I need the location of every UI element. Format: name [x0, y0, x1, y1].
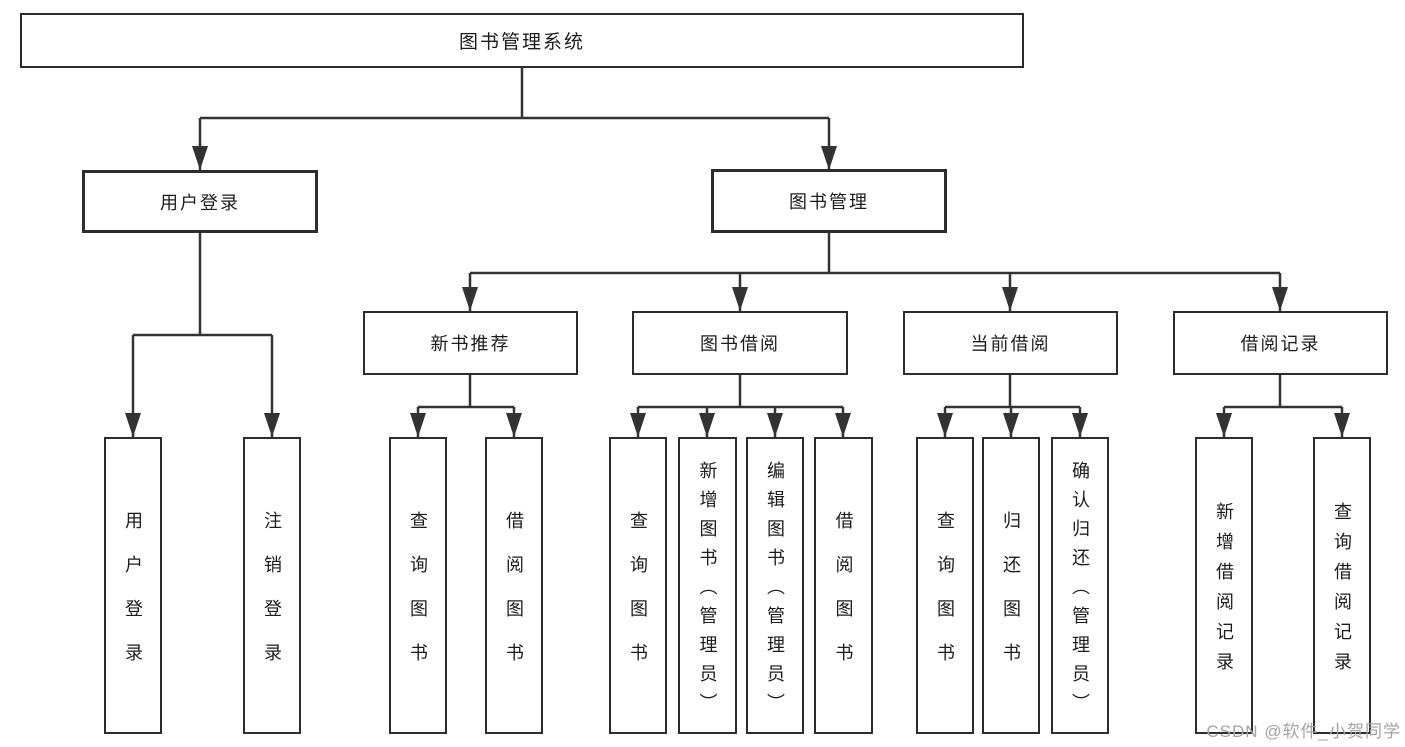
leaf-query-books-recommend: 查询图书 — [389, 437, 447, 734]
node-label: 编辑图书（管理员） — [765, 460, 785, 722]
node-label: 查询借阅记录 — [1332, 501, 1352, 682]
node-label: 新增图书（管理员） — [697, 460, 718, 722]
leaf-borrow-books-recommend: 借阅图书 — [485, 437, 543, 734]
connector-borrowing-records-branch — [1216, 375, 1350, 437]
node-label: 查询图书 — [408, 510, 428, 687]
node-library-management-system: 图书管理系统 — [20, 13, 1024, 68]
connector-root-to-level2 — [192, 68, 837, 170]
node-label: 借阅图书 — [833, 510, 854, 687]
node-label: 借阅图书 — [504, 510, 524, 687]
leaf-add-borrow-record: 新增借阅记录 — [1195, 437, 1253, 734]
node-label: 确认归还（管理员） — [1070, 460, 1090, 722]
node-user-login: 用户登录 — [82, 170, 318, 233]
node-borrowing-records: 借阅记录 — [1173, 311, 1388, 375]
connector-current-borrowing-branch — [937, 375, 1088, 437]
leaf-confirm-return-admin: 确认归还（管理员） — [1051, 437, 1109, 734]
leaf-edit-books-admin: 编辑图书（管理员） — [746, 437, 804, 734]
leaf-logout: 注销登录 — [243, 437, 301, 734]
leaf-query-borrow-record: 查询借阅记录 — [1313, 437, 1371, 734]
leaf-user-login: 用户登录 — [104, 437, 162, 734]
node-label: 查询图书 — [628, 510, 648, 687]
node-label: 注销登录 — [262, 510, 282, 687]
node-label: 当前借阅 — [970, 334, 1051, 354]
node-label: 归还图书 — [1001, 510, 1021, 687]
node-new-book-recommend: 新书推荐 — [363, 311, 578, 375]
leaf-return-books: 归还图书 — [982, 437, 1040, 734]
leaf-query-books-current: 查询图书 — [916, 437, 974, 734]
node-label: 新书推荐 — [430, 334, 511, 354]
leaf-borrow-books-borrowing: 借阅图书 — [814, 437, 873, 734]
node-label: 新增借阅记录 — [1214, 501, 1234, 682]
connector-user-login-branch — [125, 233, 280, 437]
node-book-management: 图书管理 — [711, 169, 947, 233]
leaf-add-books-admin: 新增图书（管理员） — [678, 437, 737, 734]
connector-book-borrowing-branch — [630, 375, 851, 437]
connector-new-book-branch — [410, 375, 522, 437]
node-book-borrowing: 图书借阅 — [632, 311, 848, 375]
node-label: 借阅记录 — [1240, 334, 1321, 354]
node-label: 图书管理系统 — [458, 32, 585, 53]
node-label: 查询图书 — [935, 510, 955, 687]
node-label: 用户登录 — [123, 510, 143, 687]
connector-book-management-branch — [462, 233, 1288, 311]
node-current-borrowing: 当前借阅 — [903, 311, 1118, 375]
node-label: 图书借阅 — [700, 334, 780, 354]
node-label: 用户登录 — [160, 192, 240, 213]
csdn-watermark: CSDN @软件_小贺同学 — [1206, 722, 1401, 741]
node-label: 图书管理 — [789, 192, 869, 212]
leaf-query-books-borrowing: 查询图书 — [609, 437, 667, 734]
